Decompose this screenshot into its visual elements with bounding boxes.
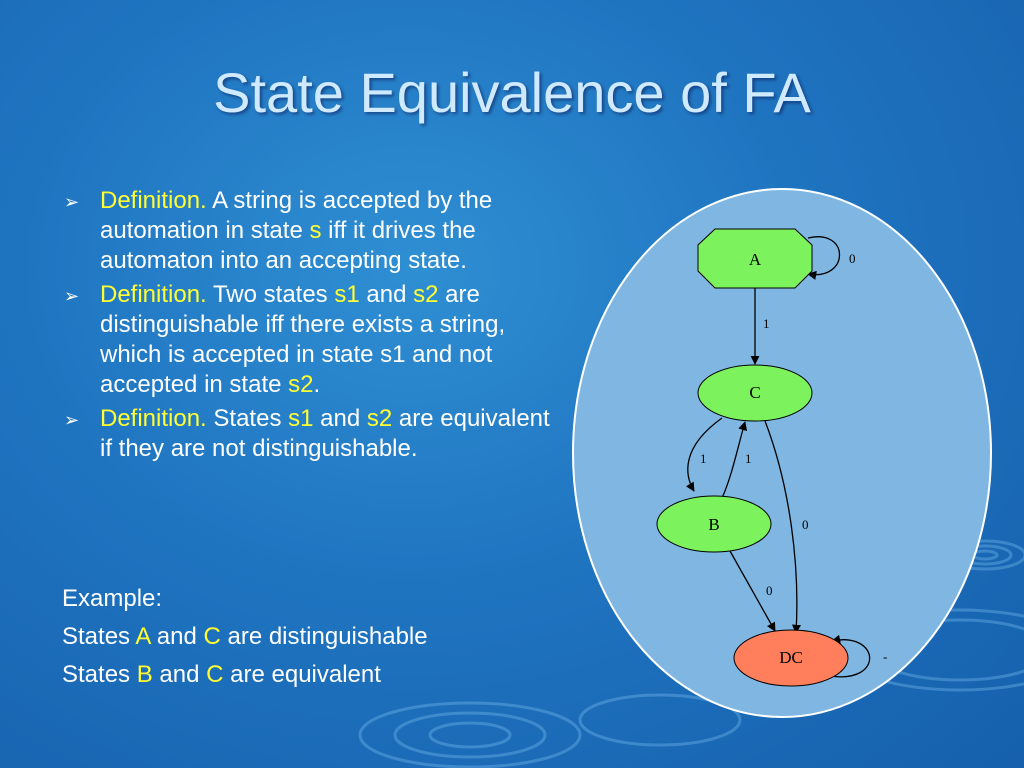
edge-c-dc-label: 0 — [802, 517, 809, 532]
edge-dc-self — [829, 634, 871, 678]
definition-item: ➢ Definition. Two states s1 and s2 are d… — [64, 281, 506, 398]
edge-b-c-label: 1 — [745, 451, 752, 466]
chevron-bullet-icon: ➢ — [64, 286, 80, 306]
edge-c-to-dc — [764, 420, 802, 634]
edge-a-c-label: 1 — [763, 316, 770, 331]
state-b-node — [656, 495, 772, 553]
state-b-label: B — [708, 515, 719, 534]
state-dc-node — [733, 629, 849, 687]
state-dc-label: DC — [779, 648, 803, 667]
diagram-panel — [572, 188, 992, 718]
example-heading: Example: — [62, 585, 163, 612]
definition-list: ➢ Definition. A string is accepted by th… — [60, 186, 560, 468]
edge-c-to-b — [685, 417, 723, 492]
example-section: Example: States A and C are distinguisha… — [62, 580, 582, 694]
state-a-node — [697, 228, 813, 289]
definition-item: ➢ Definition. A string is accepted by th… — [64, 187, 493, 274]
example-line-equivalent: States B and C are equivalent — [62, 661, 381, 688]
edge-c-b-label: 1 — [700, 451, 707, 466]
edge-b-to-dc — [729, 550, 776, 632]
state-c-label: C — [749, 383, 760, 402]
edge-b-to-c — [721, 421, 748, 499]
edge-a-self — [807, 236, 841, 280]
example-line-distinguishable: States A and C are distinguishable — [62, 623, 428, 650]
chevron-bullet-icon: ➢ — [64, 410, 80, 430]
chevron-bullet-icon: ➢ — [64, 192, 80, 212]
state-a-label: A — [749, 250, 762, 269]
definition-item: ➢ Definition. States s1 and s2 are equiv… — [64, 405, 550, 462]
edge-a-self-label: 0 — [849, 251, 856, 266]
state-c-node — [697, 364, 813, 422]
slide-title: State Equivalence of FA — [213, 61, 811, 124]
edge-dc-self-label: - — [883, 649, 887, 664]
edge-b-dc-label: 0 — [766, 583, 773, 598]
automaton-diagram: A C B DC 0 1 1 1 0 0 - — [572, 188, 992, 718]
